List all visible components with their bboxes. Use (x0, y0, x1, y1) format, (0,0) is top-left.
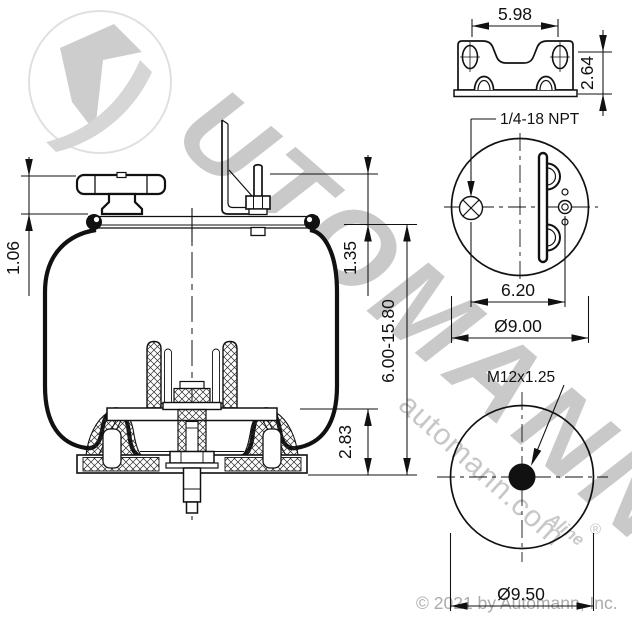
piston-cup-left-wall (146, 340, 162, 409)
stud-label: M12x1.25 (487, 369, 555, 386)
air-fitting (75, 171, 167, 216)
bracket-front-view: 5.98 2.64 (453, 4, 612, 116)
bracket-dimensions: 5.98 2.64 (471, 4, 612, 116)
bottom-view-centerlines (437, 392, 608, 562)
dim-plate-diameter: Ø9.00 (494, 316, 542, 336)
bracket-base (453, 89, 578, 98)
top-stud-circle (557, 199, 573, 215)
bottom-view: M12x1.25 Ø9.50 (437, 369, 608, 611)
dim-fitting-height: 1.06 (3, 241, 23, 275)
plate-right-bead (304, 214, 320, 230)
air-port-symbol (458, 195, 484, 221)
bottom-view-dimensions: Ø9.50 (449, 533, 595, 611)
center-bolt-stack (162, 380, 222, 514)
mounting-bracket-side (221, 119, 271, 237)
bracket-arch-left (473, 75, 495, 91)
top-view: 1/4-18 NPT 6.20 Ø9.00 (444, 111, 598, 343)
port-label: 1/4-18 NPT (500, 111, 580, 128)
logo-a-mark-icon (60, 24, 142, 132)
piston-boss-left (102, 428, 122, 469)
logo-circle-icon (28, 10, 172, 154)
bottom-stud (182, 467, 202, 503)
combo-stud (245, 163, 271, 237)
dim-piston-diameter: Ø9.50 (497, 584, 545, 604)
dim-bracket-height: 2.64 (577, 56, 597, 90)
air-spring-side-view (42, 119, 340, 520)
bracket-edge-top-view (537, 151, 573, 264)
bottom-stud-dot (508, 463, 536, 491)
registered-mark-icon: ® (590, 521, 601, 538)
piston-cup-right-wall (222, 340, 238, 409)
dim-stud-height: 1.35 (340, 241, 360, 275)
dim-hole-spacing: 5.98 (498, 4, 532, 24)
top-view-dimensions: 6.20 Ø9.00 (450, 216, 590, 343)
dim-bumper-height: 2.83 (335, 425, 355, 459)
piston-boss-right (262, 428, 282, 469)
plate-left-bead (86, 214, 102, 230)
bead-plate (86, 214, 320, 230)
side-view-dimensions: 1.06 1.35 6.00-15.80 2.83 (3, 155, 417, 476)
dim-height-range: 6.00-15.80 (378, 299, 398, 383)
dim-port-to-stud: 6.20 (501, 280, 535, 300)
logo-swoosh-icon (46, 60, 152, 152)
bracket-arch-right (535, 75, 557, 91)
piston-assembly (76, 340, 308, 514)
